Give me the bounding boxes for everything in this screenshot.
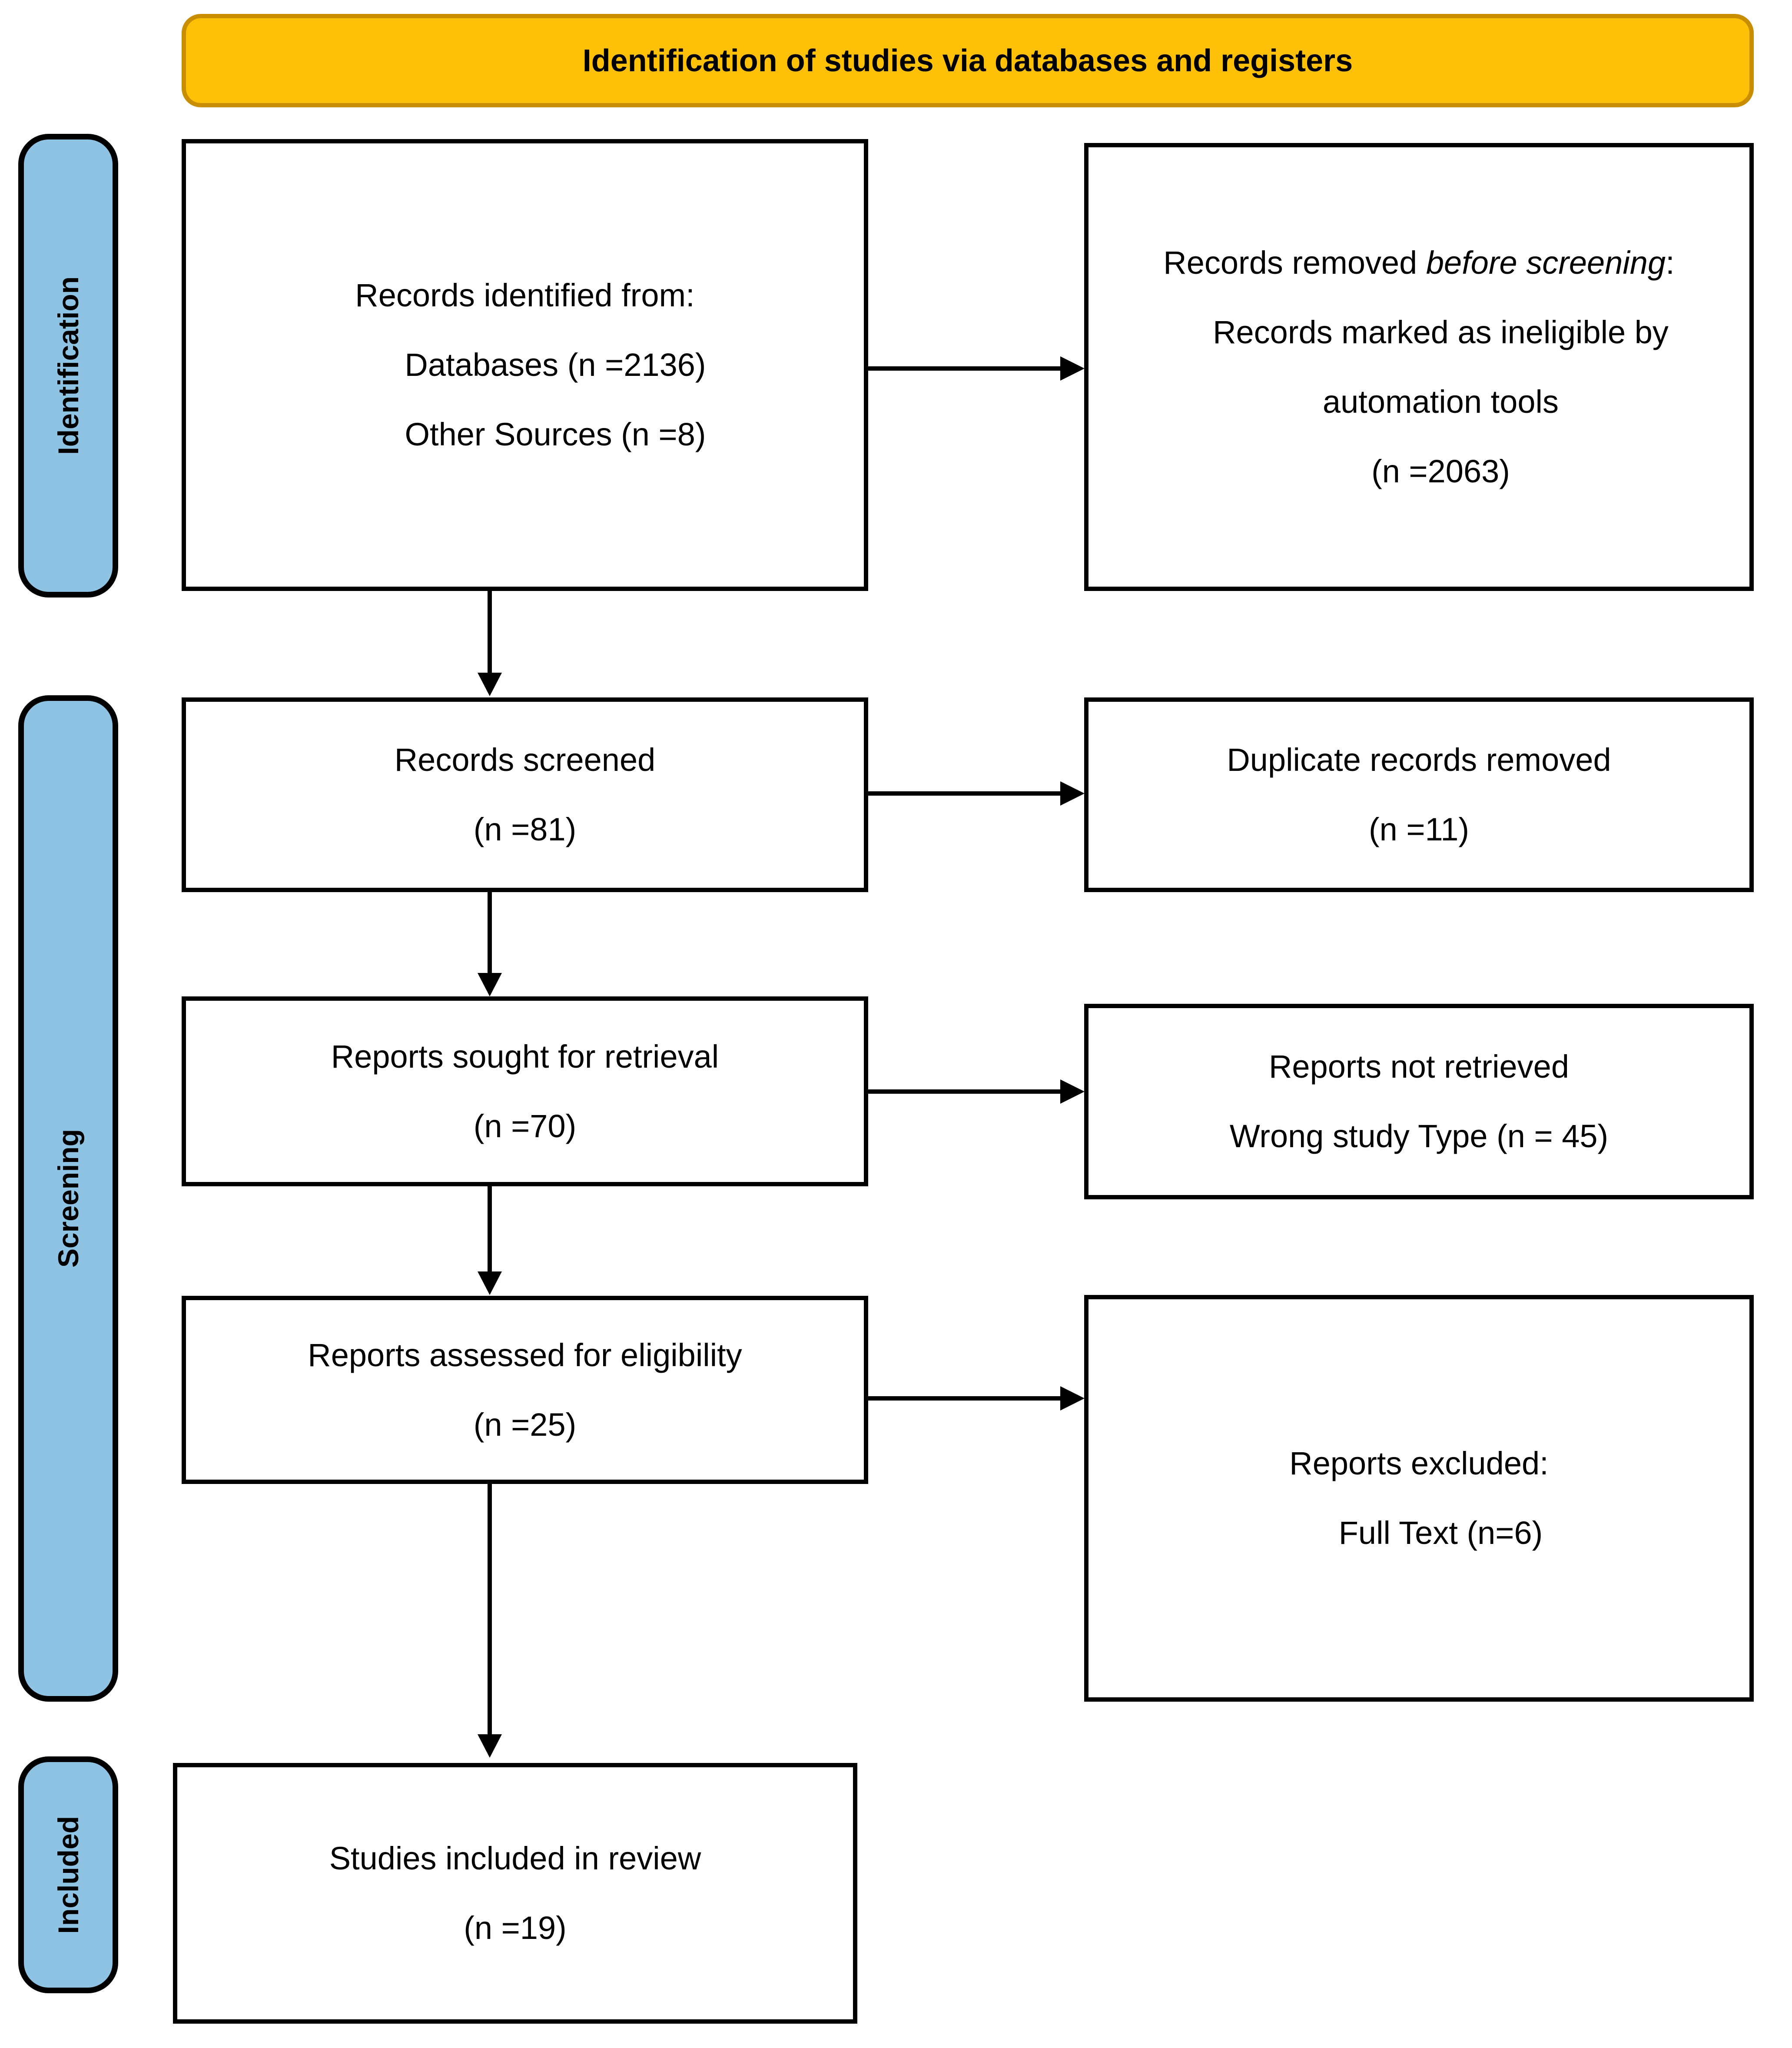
arrow-shaft bbox=[868, 366, 1061, 371]
box-line: (n =2063) bbox=[1371, 453, 1510, 489]
stage-bar-screening-label: Screening bbox=[52, 1129, 84, 1268]
box-line: Databases (n =2136) bbox=[405, 347, 706, 383]
arrowhead-down-icon bbox=[478, 1271, 502, 1295]
arrow-shaft bbox=[868, 1396, 1061, 1401]
box-line: (n =25) bbox=[473, 1406, 577, 1443]
box-line: (n =11) bbox=[1368, 811, 1470, 847]
stage-bar-included: Included bbox=[18, 1756, 118, 1993]
box-line: Other Sources (n =8) bbox=[405, 416, 706, 452]
box-line: (n =81) bbox=[473, 811, 577, 847]
box-reports-sought: Reports sought for retrieval (n =70) bbox=[182, 996, 868, 1186]
box-records-screened: Records screened (n =81) bbox=[182, 697, 868, 892]
arrowhead-right-icon bbox=[1060, 781, 1085, 806]
title-banner-label: Identification of studies via databases … bbox=[582, 43, 1353, 78]
arrowhead-right-icon bbox=[1060, 1386, 1085, 1411]
arrowhead-down-icon bbox=[478, 973, 502, 996]
box-reports-excluded: Reports excluded: Full Text (n=6) bbox=[1084, 1295, 1754, 1702]
arrow-shaft bbox=[488, 591, 492, 674]
box-line: Records marked as ineligible by bbox=[1213, 314, 1669, 350]
box-line: Records removed before screening: bbox=[1163, 244, 1675, 281]
arrow-shaft bbox=[488, 892, 492, 974]
box-records-removed-before-screening: Records removed before screening: Record… bbox=[1084, 143, 1754, 591]
box-line: Reports assessed for eligibility bbox=[308, 1337, 742, 1373]
arrowhead-down-icon bbox=[478, 1734, 502, 1758]
box-line: Reports excluded: bbox=[1289, 1445, 1549, 1481]
box-line: Records identified from: bbox=[355, 277, 695, 313]
arrowhead-right-icon bbox=[1060, 356, 1085, 381]
box-line: Reports sought for retrieval bbox=[331, 1038, 719, 1075]
arrow-shaft bbox=[868, 1089, 1061, 1094]
box-records-identified: Records identified from: Databases (n =2… bbox=[182, 139, 868, 591]
box-line: Records screened bbox=[394, 742, 656, 778]
arrow-shaft bbox=[488, 1186, 492, 1272]
box-reports-not-retrieved: Reports not retrieved Wrong study Type (… bbox=[1084, 1004, 1754, 1199]
box-line: (n =19) bbox=[464, 1910, 567, 1946]
box-reports-assessed: Reports assessed for eligibility (n =25) bbox=[182, 1296, 868, 1484]
stage-bar-identification: Identification bbox=[18, 134, 118, 597]
italic-phrase: before screening bbox=[1426, 244, 1666, 281]
stage-bar-identification-label: Identification bbox=[52, 276, 84, 455]
stage-bar-screening: Screening bbox=[18, 695, 118, 1702]
title-banner: Identification of studies via databases … bbox=[182, 14, 1754, 107]
arrow-shaft bbox=[488, 1484, 492, 1735]
arrow-shaft bbox=[868, 791, 1061, 796]
box-line: automation tools bbox=[1322, 383, 1559, 420]
box-line: Duplicate records removed bbox=[1227, 742, 1611, 778]
stage-bar-included-label: Included bbox=[52, 1816, 84, 1934]
box-line: (n =70) bbox=[473, 1108, 577, 1144]
box-line: Studies included in review bbox=[329, 1840, 701, 1876]
box-line: Wrong study Type (n = 45) bbox=[1229, 1118, 1609, 1154]
box-studies-included: Studies included in review (n =19) bbox=[173, 1763, 857, 2024]
arrowhead-right-icon bbox=[1060, 1079, 1085, 1104]
box-line: Full Text (n=6) bbox=[1338, 1515, 1543, 1551]
box-duplicate-records-removed: Duplicate records removed (n =11) bbox=[1084, 697, 1754, 892]
box-line: Reports not retrieved bbox=[1268, 1049, 1569, 1085]
arrowhead-down-icon bbox=[478, 673, 502, 696]
